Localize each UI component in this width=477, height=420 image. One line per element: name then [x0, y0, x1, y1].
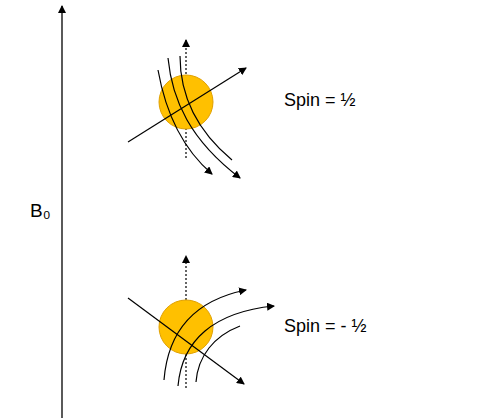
field-label: B₀ [30, 200, 51, 223]
spin-label: Spin = ½ [284, 90, 356, 112]
spin-down-nucleus [128, 256, 274, 388]
spin-label: Spin = - ½ [284, 316, 367, 338]
field-arrow [61, 6, 62, 418]
spin-up-nucleus [128, 40, 246, 178]
